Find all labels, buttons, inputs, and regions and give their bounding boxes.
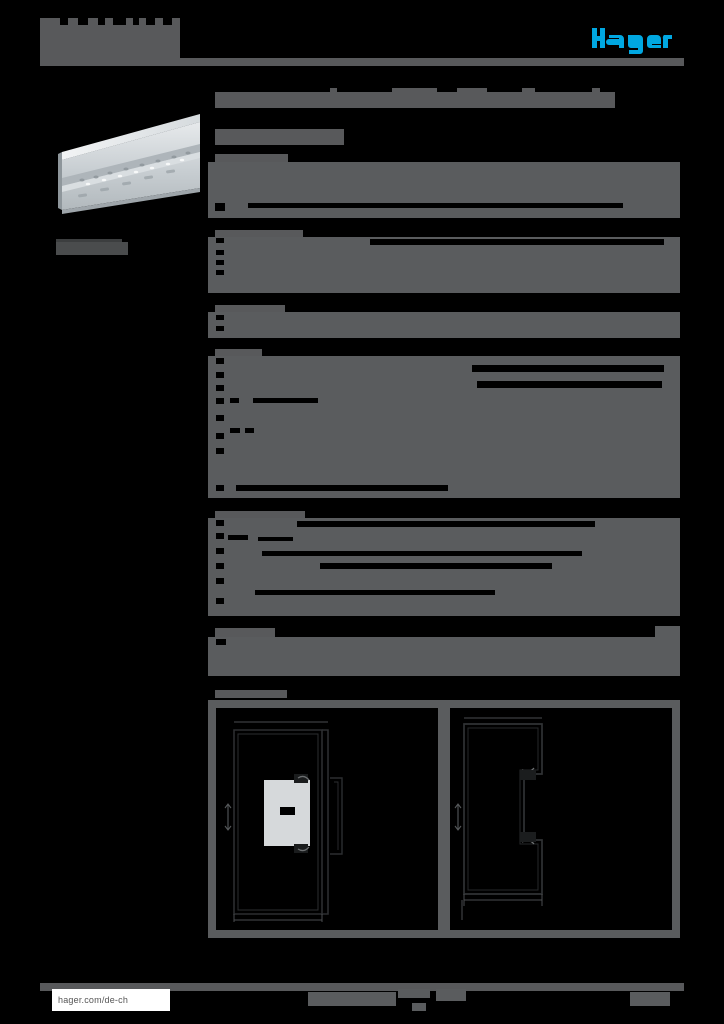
technical-drawing-left [216,708,438,930]
section-d-gap [216,485,224,491]
section-e-gap [255,590,495,595]
section-a-gap [215,203,225,211]
section-d-gap [216,385,224,391]
section-d-gap [236,485,448,491]
section-c-gap [216,315,224,320]
technical-drawings-panel [208,700,680,938]
section-a-body [208,162,680,217]
section-f-body [208,637,680,676]
header-title-notch [133,18,139,25]
drawings-heading [215,690,287,698]
section-d-heading [215,349,262,357]
header-title-notch [146,18,155,25]
section-b-bullet-gap [216,250,224,255]
section-e-gap [216,533,224,539]
footer-url-text: hager.com/de-ch [58,995,129,1005]
section-d-gap [472,365,664,372]
title-ascender [592,88,600,93]
section-f-heading [215,628,275,637]
section-e-gap [216,598,224,604]
header-title-notch [60,18,68,25]
section-f-gap [216,639,226,645]
sidebar-caption-redaction [56,242,128,255]
section-d-gap [216,448,224,454]
section-d-gap [216,398,224,404]
header-title-notch [78,18,88,25]
section-d-body [208,356,680,498]
header-title-notch [163,18,172,25]
title-ascender [330,88,337,93]
hager-logo [592,28,672,54]
section-d-gap [253,398,318,403]
footer-url-chip[interactable]: hager.com/de-ch [52,989,170,1011]
section-e-gap [228,535,248,540]
section-a-tail [208,212,680,218]
section-a-gap [248,203,623,208]
footer-center-redaction [412,1003,426,1011]
title-ascender [522,88,535,93]
section-b-bullet-gap [216,260,224,265]
section-e-gap [258,537,293,541]
header-title-notch [98,18,105,25]
page-subtitle [215,129,344,145]
title-ascender [392,88,437,93]
footer-center-redaction [436,989,466,1001]
footer-center-redaction [398,989,430,998]
section-d-gap [477,381,662,388]
footer-page-number-redaction [630,992,670,1006]
section-b-gap [370,239,664,245]
sidebar-caption-cap [56,239,122,242]
product-photo [52,92,204,220]
section-d-gap [216,433,224,439]
section-d-gap [230,428,240,433]
section-e-gap [216,548,224,554]
section-b-heading [215,230,303,238]
section-c-body [208,312,680,338]
section-c-heading [215,305,285,313]
section-e-heading [215,511,305,519]
section-b-body [208,237,680,293]
header-divider-rule [40,58,684,66]
section-d-gap [230,398,239,403]
section-e-gap [297,521,595,527]
section-e-gap [262,551,582,556]
section-e-gap [216,578,224,584]
section-e-gap [216,520,224,526]
footer-center-redaction [308,992,396,1006]
section-d-gap [245,428,254,433]
section-b-bullet-gap [216,238,224,243]
section-d-gap [216,372,224,378]
section-c-gap [216,326,224,331]
title-ascender [457,88,487,93]
header-title-notch [113,18,126,25]
section-f-notch [655,626,680,637]
section-d-gap [216,358,224,364]
section-e-gap [320,563,552,569]
section-a-heading [215,154,288,162]
footer-divider-rule [40,983,684,991]
section-e-gap [216,563,224,569]
page-title [215,92,615,108]
technical-drawing-right [450,708,672,930]
section-d-gap [216,415,224,421]
section-b-bullet-gap [216,270,224,275]
